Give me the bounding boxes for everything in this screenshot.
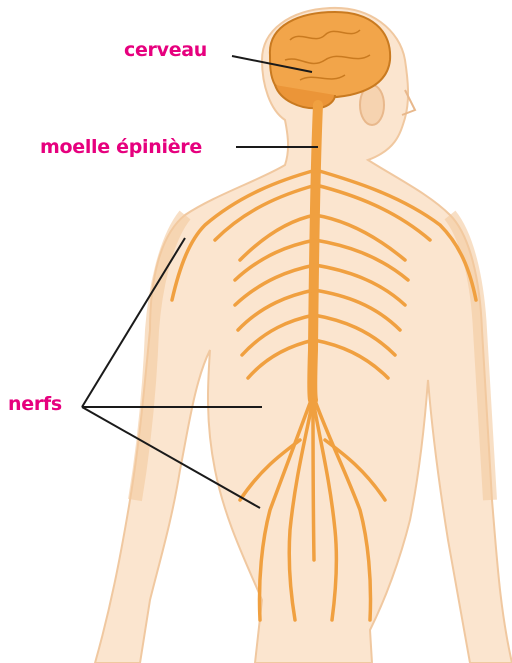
nerves-label: nerfs xyxy=(8,395,62,414)
brain-label: cerveau xyxy=(124,41,207,60)
spinal-cord-shape xyxy=(312,105,318,400)
spinal-cord-label: moelle épinière xyxy=(40,138,202,157)
